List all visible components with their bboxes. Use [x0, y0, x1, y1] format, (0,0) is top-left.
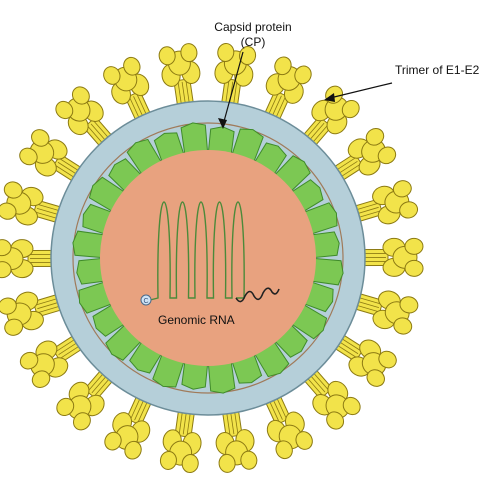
cap-symbol: C — [143, 298, 148, 305]
spike-head-lobe — [0, 261, 12, 279]
spike-head-lobe — [399, 201, 419, 219]
spike-head-lobe — [180, 43, 198, 63]
spike-head-lobe — [4, 318, 24, 336]
spike-head-lobe — [0, 297, 17, 315]
genomic-rna-label: Genomic RNA — [158, 313, 235, 327]
genomic-rna-coil — [149, 201, 245, 301]
spike-head-lobe — [378, 350, 397, 369]
trimer-label-group: Trimer of E1-E2 — [324, 63, 480, 102]
glycoprotein-spike — [158, 43, 201, 143]
inner-membrane-line — [72, 122, 344, 394]
trimer-pointer-line — [329, 82, 393, 99]
spike-head-lobe — [123, 56, 141, 76]
spike-head-lobe — [294, 65, 312, 85]
spike-head-lobe — [366, 369, 385, 387]
trimer-pointer-arrowhead — [324, 93, 335, 102]
spike-head-lobe — [56, 397, 75, 417]
spike-head-lobe — [103, 66, 121, 85]
trimer-label: Trimer of E1-E2 — [395, 63, 480, 77]
spike-head-lobe — [159, 450, 177, 470]
spike-head-lobe — [0, 202, 17, 220]
capsid-label-line2: (CP) — [241, 35, 266, 49]
spike-head-lobe — [55, 100, 74, 120]
spike-head-lobe — [31, 129, 50, 147]
spike-head-lobe — [274, 56, 292, 76]
spike-head-lobe — [71, 86, 90, 105]
spike-head-lobe — [158, 46, 176, 66]
spike-head-lobe — [326, 411, 345, 430]
capsomer — [181, 361, 209, 390]
spike-head-lobe — [124, 440, 142, 460]
spike-head-lobe — [295, 431, 313, 450]
spike-head-lobe — [3, 181, 23, 199]
cap-symbol-circle — [140, 294, 152, 306]
nucleocapsid-core — [100, 150, 316, 366]
spike-head-lobe — [393, 317, 413, 335]
spike-head-lobe — [399, 296, 419, 314]
spike-head-lobe — [239, 46, 257, 66]
spike-head-lobe — [377, 146, 397, 165]
spike-head-lobe — [342, 396, 361, 416]
spike-head-lobe — [392, 180, 412, 198]
spike-head-lobe — [19, 351, 39, 370]
spike-head-lobe — [365, 128, 385, 146]
rna-tail — [235, 287, 280, 303]
spike-head-lobe — [275, 440, 293, 460]
spike-head-lobe — [218, 453, 236, 473]
capsomer — [311, 257, 344, 286]
spike-head-lobe — [181, 454, 199, 474]
spike-head-lobe — [19, 147, 38, 166]
spike-head-lobe — [341, 99, 360, 119]
capsid-label-line1: Capsid protein — [214, 20, 291, 34]
capsid-label-group: Capsid protein (CP) — [214, 20, 292, 129]
capsomer — [180, 122, 209, 155]
capsomer — [207, 126, 235, 155]
spike-head-lobe — [404, 237, 424, 255]
spike-head-lobe — [31, 370, 51, 388]
capsomer — [207, 361, 236, 394]
capsomer — [76, 257, 105, 285]
capsomer — [311, 231, 340, 259]
spike-head-lobe — [217, 42, 235, 62]
capsomer — [72, 230, 105, 259]
spike-head-lobe — [104, 431, 122, 451]
capsid-pointer-line — [222, 51, 244, 126]
spike-head-lobe — [0, 239, 12, 257]
spike-head-lobe — [72, 412, 91, 431]
spike-head-lobe — [240, 450, 258, 470]
spike-head-lobe — [404, 259, 424, 277]
capsid-pointer-arrowhead — [218, 118, 227, 129]
